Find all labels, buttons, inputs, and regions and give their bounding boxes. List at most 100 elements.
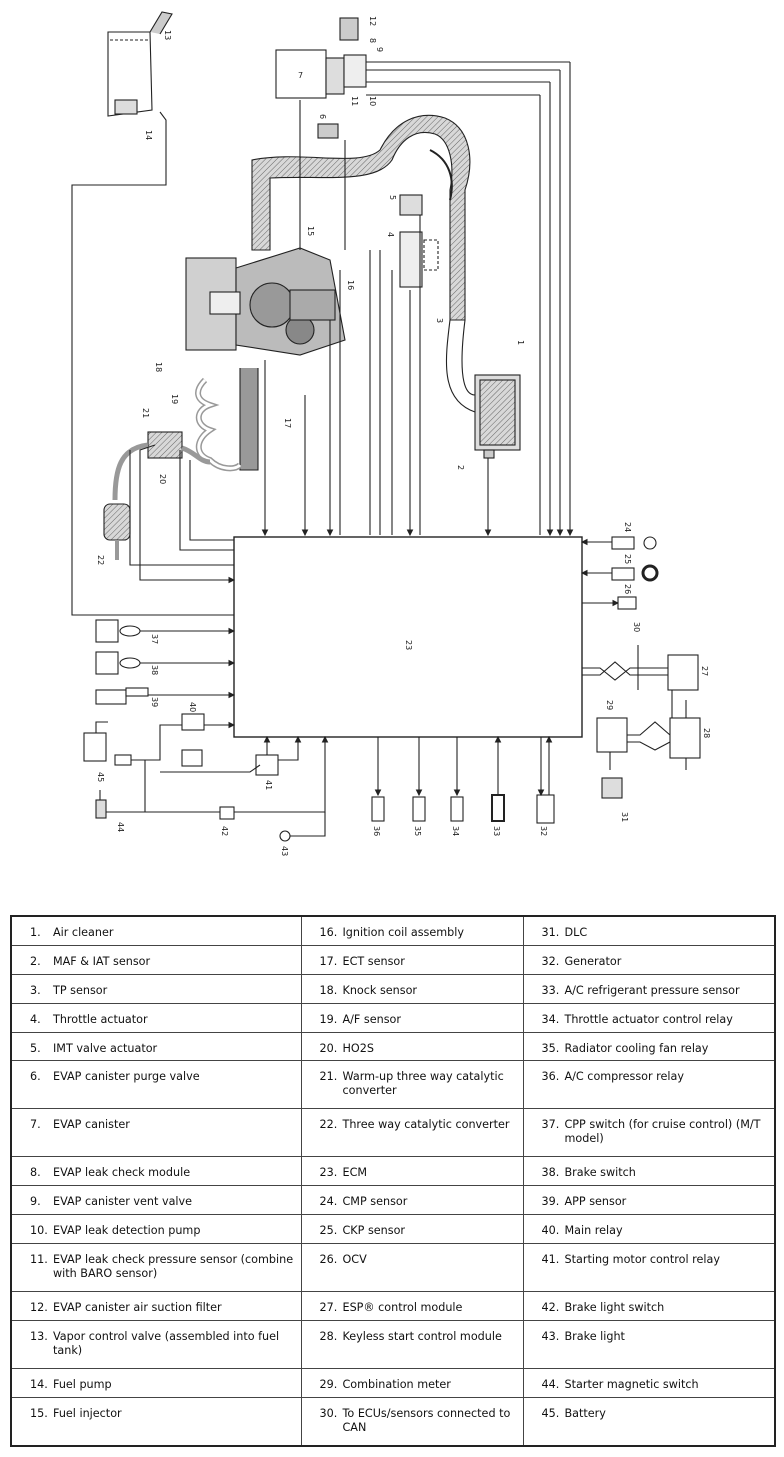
legend-number: 43. [541, 1329, 560, 1343]
legend-number: 11. [30, 1253, 48, 1267]
ecm-label: 23 [404, 640, 413, 650]
legend-cell: 19. A/F sensor [300, 1002, 524, 1033]
legend-description: Ignition coil assembly [342, 926, 464, 939]
callout-11: 11 [350, 96, 359, 106]
legend-cell: 33.A/C refrigerant pressure sensor [522, 973, 776, 1004]
callout-16: 16 [346, 280, 355, 290]
callout-30-top: 30 [632, 622, 641, 632]
legend-number: 16. [319, 926, 338, 939]
callout-labels: 23 1 2 3 4 5 6 7 8 9 10 11 12 13 14 15 1… [96, 16, 711, 856]
legend-number: 36. [541, 1070, 560, 1084]
legend-cell: 15.Fuel injector [10, 1397, 302, 1447]
callout-6: 6 [318, 114, 327, 119]
legend-cell: 42.Brake light switch [522, 1291, 776, 1321]
legend-description: EVAP leak check pressure sensor (combine… [53, 1253, 294, 1281]
legend-cell: 7.EVAP canister [10, 1108, 302, 1158]
callout-5: 5 [388, 195, 397, 200]
legend-description: Starter magnetic switch [564, 1377, 699, 1391]
legend-number: 27. [319, 1301, 338, 1315]
legend-cell: 8.EVAP leak check module [10, 1156, 302, 1187]
legend-cell: 13.Vapor control valve (assembled into f… [10, 1319, 302, 1369]
legend-description: A/C refrigerant pressure sensor [564, 983, 740, 997]
legend-description: MAF & IAT sensor [53, 954, 151, 968]
callout-20: 20 [158, 474, 167, 484]
legend-number: 44. [541, 1377, 560, 1391]
legend-description: Combination meter [342, 1377, 451, 1391]
callout-45: 45 [96, 772, 105, 782]
legend-cell: 20.HO2S [300, 1031, 524, 1062]
legend-number: 8. [30, 1166, 41, 1180]
legend-body: 1.Air cleaner 16. Ignition coil assembly 31… [10, 915, 776, 1447]
callout-42: 42 [220, 826, 229, 836]
callout-7: 7 [298, 71, 303, 80]
legend-number: 22. [319, 1118, 338, 1132]
legend-cell: 1.Air cleaner [10, 915, 302, 946]
legend-number: 6. [30, 1070, 41, 1084]
legend-cell: 40.Main relay [522, 1214, 776, 1245]
legend-number: 10. [30, 1224, 48, 1238]
legend-number: 35. [541, 1041, 560, 1055]
legend-number: 31. [541, 926, 560, 939]
legend-number: 18. [319, 983, 338, 997]
legend-cell: 18.Knock sensor [300, 973, 524, 1004]
engine-control-system-diagram: 23 1 2 3 4 5 6 7 8 9 10 11 12 13 14 15 1… [71, 11, 711, 856]
legend-description: Fuel pump [53, 1377, 112, 1391]
callout-27: 27 [700, 666, 709, 676]
callout-43: 43 [280, 846, 289, 856]
legend-cell: 39.APP sensor [522, 1185, 776, 1216]
callout-29: 29 [605, 700, 614, 710]
legend-cell: 3. TP sensor [10, 973, 302, 1004]
legend-description: A/F sensor [342, 1012, 402, 1026]
legend-number: 21. [319, 1070, 338, 1084]
callout-31: 31 [620, 812, 629, 822]
callout-10: 10 [368, 96, 377, 106]
callout-35: 35 [413, 826, 422, 836]
callout-3: 3 [435, 318, 444, 323]
legend-number: 37. [541, 1118, 560, 1132]
legend-cell: 5.IMT valve actuator [10, 1031, 302, 1062]
legend-number: 2. [30, 954, 41, 968]
legend-number: 7. [30, 1118, 41, 1132]
legend-description: Battery [564, 1407, 606, 1420]
legend-number: 45. [541, 1407, 560, 1420]
legend-description: ECT sensor [342, 954, 405, 968]
callout-12: 12 [368, 16, 377, 26]
legend-number: 19. [319, 1012, 338, 1026]
legend-cell: 9.EVAP canister vent valve [10, 1185, 302, 1216]
legend-cell: 29.Combination meter [300, 1367, 524, 1399]
legend-number: 20. [319, 1041, 338, 1055]
evap-leak-check-module-shape [343, 54, 367, 88]
legend-description: TP sensor [53, 983, 108, 997]
legend-description: Brake light switch [564, 1301, 665, 1315]
legend-description: To ECUs/sensors connected to CAN [342, 1407, 511, 1434]
legend-cell: 38.Brake switch [522, 1156, 776, 1187]
legend-cell: 43.Brake light [522, 1319, 776, 1369]
callout-40: 40 [188, 702, 197, 712]
legend-cell: 30. To ECUs/sensors connected to CAN [300, 1397, 524, 1447]
dlc-shape [601, 777, 623, 799]
legend-cell: 17.ECT sensor [300, 944, 524, 975]
legend-cell: 10.EVAP leak detection pump [10, 1214, 302, 1245]
callout-1: 1 [516, 340, 525, 345]
legend-description: Generator [564, 954, 622, 968]
legend-cell: 41.Starting motor control relay [522, 1243, 776, 1293]
legend-number: 30. [319, 1407, 338, 1420]
legend-number: 3. [30, 983, 41, 997]
legend-number: 32. [541, 954, 560, 968]
throttle-body-shape [399, 194, 423, 216]
legend-cell: 23.ECM [300, 1156, 524, 1187]
legend-cell: 2. MAF & IAT sensor [10, 944, 302, 975]
legend-description: APP sensor [564, 1195, 627, 1209]
legend-description: EVAP canister vent valve [53, 1195, 193, 1209]
component-legend-table: 1.Air cleaner 16. Ignition coil assembly 31… [10, 915, 776, 1447]
legend-description: Brake switch [564, 1166, 636, 1180]
legend-number: 14. [30, 1377, 48, 1391]
legend-row: 14. Fuel pump 29.Combination meter 44. Start… [10, 1367, 776, 1399]
legend-number: 28. [319, 1329, 338, 1343]
ecm-box [233, 536, 583, 738]
legend-description: Throttle actuator control relay [564, 1012, 733, 1026]
